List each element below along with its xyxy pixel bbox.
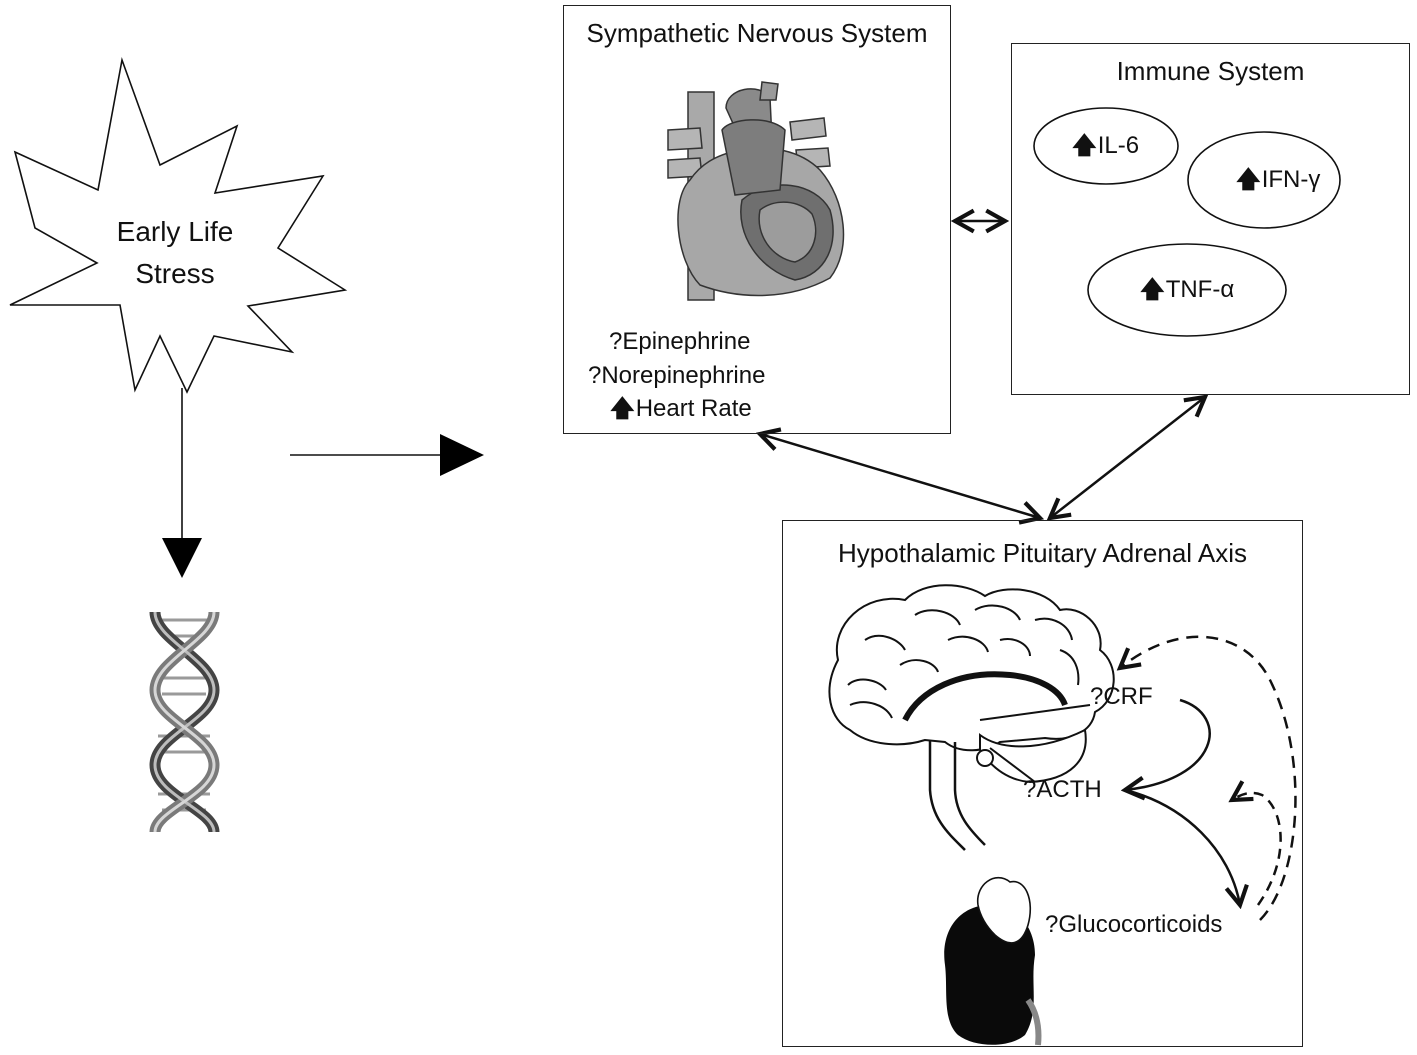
il6-label: IL-6 xyxy=(1097,132,1140,159)
heart-icon xyxy=(667,81,845,301)
heart-rate-row: 🡅Heart Rate xyxy=(610,397,752,421)
tnf-ellipse xyxy=(1087,243,1287,337)
hpa-box xyxy=(782,520,1303,1047)
stress-to-systems-arrowhead xyxy=(440,434,484,476)
immune-hpa-link xyxy=(1050,397,1205,518)
up-arrow-icon: 🡅 xyxy=(1236,166,1261,193)
tnf-label: TNF-α xyxy=(1165,276,1235,303)
acth-to-glucocorticoids-arrow xyxy=(1124,788,1240,905)
tnf-row: 🡅TNF-α xyxy=(1140,278,1234,302)
sns-title: Sympathetic Nervous System xyxy=(586,18,928,48)
immune-title: Immune System xyxy=(1116,56,1305,86)
up-arrow-icon: 🡅 xyxy=(610,395,635,422)
norepinephrine-label: ?Norepinephrine xyxy=(588,362,766,389)
immune-box xyxy=(1011,43,1410,395)
ifn-label: IFN-γ xyxy=(1261,166,1321,193)
epinephrine-label: ?Epinephrine xyxy=(609,328,751,355)
heart-rate-label: Heart Rate xyxy=(635,395,752,422)
crf-to-acth-arrow xyxy=(1125,698,1211,790)
ifn-row: 🡅IFN-γ xyxy=(1236,168,1320,192)
acth-label: ?ACTH xyxy=(1023,776,1102,803)
up-arrow-icon: 🡅 xyxy=(1140,276,1165,303)
dna-icon xyxy=(149,611,220,834)
crf-label: ?CRF xyxy=(1090,683,1153,710)
sns-hpa-link xyxy=(760,434,1040,518)
up-arrow-icon: 🡅 xyxy=(1072,132,1097,159)
feedback-to-crf-arrow xyxy=(1120,635,1297,921)
acth-pointer xyxy=(989,747,1036,783)
crf-pointer xyxy=(979,704,1091,721)
stress-label-line2: Stress xyxy=(135,258,215,289)
stress-label-line1: Early Life xyxy=(116,216,234,247)
il6-ellipse xyxy=(1033,107,1179,185)
glucocorticoids-label: ?Glucocorticoids xyxy=(1045,911,1223,938)
hpa-title: Hypothalamic Pituitary Adrenal Axis xyxy=(838,538,1247,568)
starburst-icon xyxy=(9,56,348,394)
stress-to-dna-arrowhead xyxy=(162,538,202,578)
feedback-to-acth-arrow xyxy=(1232,793,1282,906)
ifn-ellipse xyxy=(1187,131,1341,229)
il6-row: 🡅IL-6 xyxy=(1072,134,1139,158)
adrenal-kidney-icon xyxy=(944,876,1042,1046)
brain-icon xyxy=(828,584,1115,851)
sns-box xyxy=(563,5,951,434)
